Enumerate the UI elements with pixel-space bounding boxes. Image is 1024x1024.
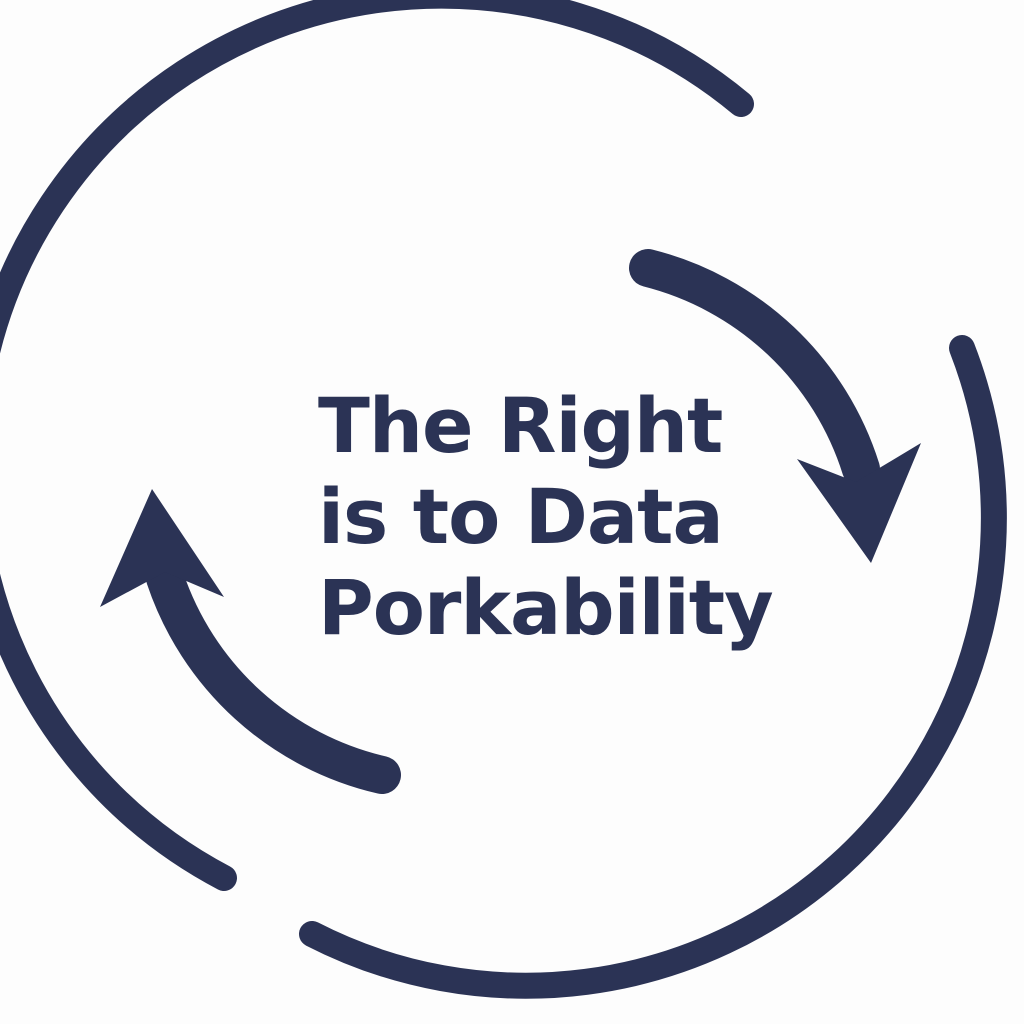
outer-ring-bottom-arc — [299, 335, 1007, 999]
outer-ring-main-arc — [0, 0, 754, 891]
headline-line-3: Porkability — [318, 563, 773, 652]
inner-counterclockwise-arrow-shaft — [146, 559, 401, 794]
headline-line-2: is to Data — [318, 472, 723, 561]
headline-line-1: The Right — [318, 381, 722, 470]
inner-counterclockwise-arrow-group — [100, 489, 401, 794]
inner-counterclockwise-arrowhead-icon — [100, 489, 224, 607]
outer-ring-group — [0, 0, 1007, 999]
inner-clockwise-arrow-group — [629, 249, 921, 563]
headline-group: The Right is to Data Porkability — [318, 381, 774, 652]
inner-clockwise-arrow-shaft — [629, 249, 880, 488]
inner-clockwise-arrowhead-icon — [797, 443, 921, 563]
